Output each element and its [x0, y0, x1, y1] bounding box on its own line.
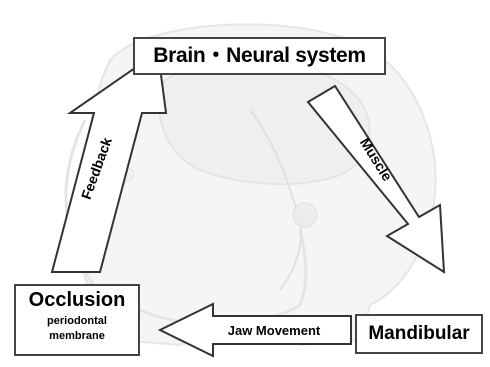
ear-shape: [293, 203, 317, 227]
occlusion-node-title: Occlusion: [16, 289, 138, 312]
jaw-movement-label: Jaw Movement: [228, 323, 321, 338]
mandibular-node-label: Mandibular: [357, 316, 481, 352]
occlusion-node-subtitle: periodontal membrane: [32, 314, 122, 344]
mandibular-node: Mandibular: [355, 314, 483, 354]
brain-node: Brain・Neural system: [133, 37, 386, 75]
occlusion-node: Occlusion periodontal membrane: [14, 284, 140, 356]
brain-node-label: Brain・Neural system: [135, 39, 384, 73]
